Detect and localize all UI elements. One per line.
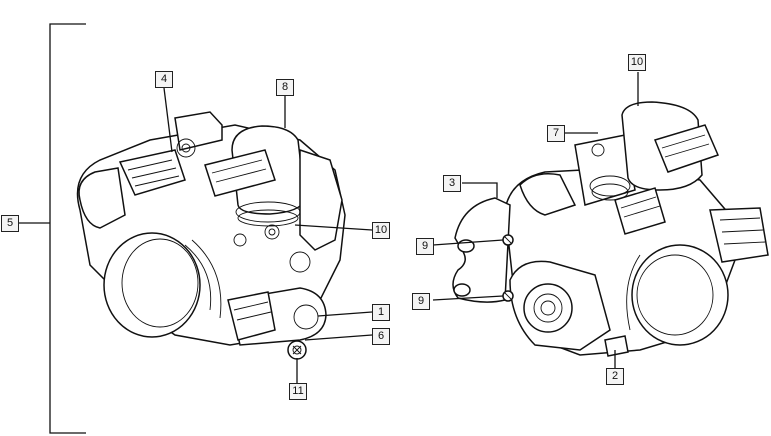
callout-5: 5 (1, 215, 19, 232)
callout-1: 1 (372, 304, 390, 321)
callout-8: 8 (276, 79, 294, 96)
callout-10-right: 10 (628, 54, 646, 71)
callout-6: 6 (372, 328, 390, 345)
right-throttle-body (452, 101, 769, 357)
callout-2: 2 (606, 368, 624, 385)
assembly-bracket (18, 23, 86, 434)
callout-10-left: 10 (372, 222, 390, 239)
callout-7: 7 (547, 125, 565, 142)
callout-3: 3 (443, 175, 461, 192)
callout-9-upper: 9 (416, 238, 434, 255)
callout-11: 11 (289, 383, 307, 400)
callout-4: 4 (155, 71, 173, 88)
leader-lines (163, 72, 639, 383)
left-throttle-body (76, 111, 346, 360)
callout-9-lower: 9 (412, 293, 430, 310)
